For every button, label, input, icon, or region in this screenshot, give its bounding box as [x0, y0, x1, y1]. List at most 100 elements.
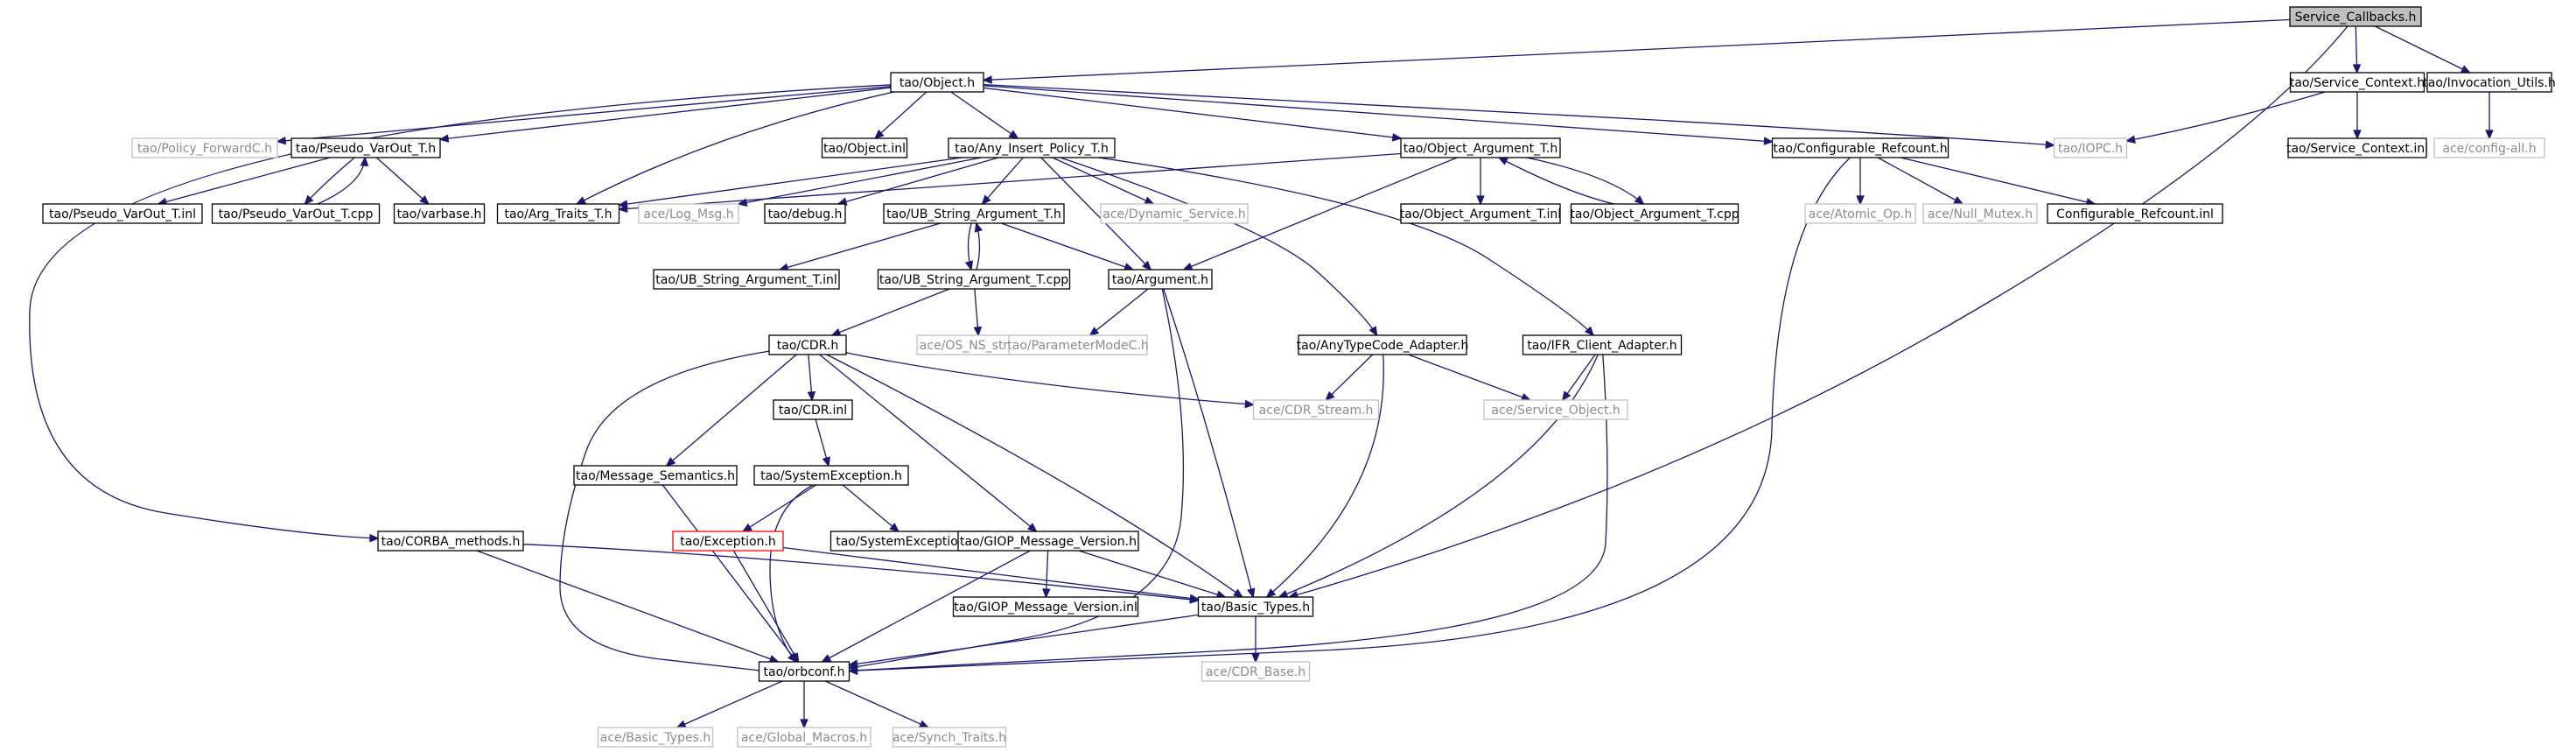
node-ub-string-argument-t-inl[interactable]: tao/UB_String_Argument_T.inl: [653, 269, 840, 290]
node-box: [1298, 334, 1467, 355]
node-argument-h[interactable]: tao/Argument.h: [1108, 269, 1213, 290]
node-box: [2289, 6, 2422, 27]
node-object-h[interactable]: tao/Object.h: [890, 72, 984, 93]
node-box: [1200, 661, 1311, 682]
node-basic-types-h[interactable]: tao/Basic_Types.h: [1197, 596, 1314, 617]
node-configurable-refcount-h[interactable]: tao/Configurable_Refcount.h: [1771, 137, 1950, 158]
node-giop-message-version-h[interactable]: tao/GIOP_Message_Version.h: [957, 531, 1139, 552]
node-ace-dynamic-service-h[interactable]: ace/Dynamic_Service.h: [1100, 203, 1249, 224]
node-label: ace/Dynamic_Service.h: [1102, 207, 1245, 221]
node-giop-message-version-inl[interactable]: tao/GIOP_Message_Version.inl: [952, 596, 1139, 617]
node-corba-methods-h[interactable]: tao/CORBA_methods.h: [377, 531, 524, 552]
edge-object_h-to-object_argument_t_h: [983, 87, 1403, 142]
edge-pseudo_varout_t_h-to-pseudo_varout_t_inl: [157, 157, 331, 207]
node-ub-string-argument-t-h[interactable]: tao/UB_String_Argument_T.h: [883, 203, 1065, 224]
edge-object_h-to-policy_forwardc_h: [276, 86, 892, 145]
edge-ub_string_argument_t_cpp-to-cdr_h: [830, 288, 950, 336]
edge-any_insert_policy_t_h-to-argument_h: [1040, 157, 1152, 271]
node-label: tao/Pseudo_VarOut_T.cpp: [219, 207, 374, 221]
edge-systemexception_h-to-systemexception_inl: [842, 484, 900, 533]
node-box: [1771, 137, 1950, 158]
node-box: [1804, 203, 1916, 224]
node-ace-service-object-h[interactable]: ace/Service_Object.h: [1483, 399, 1628, 420]
node-debug-h[interactable]: tao/debug.h: [764, 203, 846, 224]
node-label: tao/debug.h: [768, 207, 843, 221]
edge-pseudo_varout_t_cpp-to-pseudo_varout_t_h: [317, 156, 369, 205]
node-ace-null-mutex-h[interactable]: ace/Null_Mutex.h: [1922, 203, 2038, 224]
node-service-context-inl[interactable]: tao/Service_Context.inl: [2286, 137, 2428, 158]
edge-giop_message_version_h-to-giop_message_version_inl: [1042, 550, 1051, 599]
edge-corba_methods_h-to-basic_types_h: [522, 544, 1200, 604]
edge-any_insert_policy_t_h-to-ace_log_msg_h: [737, 157, 982, 207]
node-object-argument-t-h[interactable]: tao/Object_Argument_T.h: [1400, 137, 1561, 158]
node-orbconf-h[interactable]: tao/orbconf.h: [758, 661, 850, 682]
edge-service_callbacks-to-object_h: [982, 18, 2291, 84]
node-box: [2047, 203, 2223, 224]
node-configurable-refcount-inl[interactable]: Configurable_Refcount.inl: [2047, 203, 2223, 224]
node-pseudo-varout-t-cpp[interactable]: tao/Pseudo_VarOut_T.cpp: [211, 203, 381, 224]
node-ifr-client-adapter-h[interactable]: tao/IFR_Client_Adapter.h: [1522, 334, 1683, 355]
node-box: [1400, 203, 1561, 224]
edge-cdr_h-to-ace_cdr_stream_h: [845, 352, 1256, 409]
node-ace-config-all-h[interactable]: ace/config-all.h: [2433, 137, 2545, 158]
node-parametermodec-h[interactable]: tao/ParameterModeC.h: [1007, 334, 1149, 355]
node-label: ace/Global_Macros.h: [741, 731, 867, 745]
node-service-context-h[interactable]: tao/Service_Context.h: [2289, 72, 2426, 93]
node-anytypecode-adapter-h[interactable]: tao/AnyTypeCode_Adapter.h: [1297, 334, 1469, 355]
node-label: tao/SystemException.inl: [836, 535, 984, 549]
edge-cdr_h-to-orbconf_h: [559, 350, 770, 675]
node-label: tao/Pseudo_VarOut_T.inl: [49, 207, 196, 221]
edge-service_context_h-to-service_context_inl: [2353, 92, 2362, 140]
node-cdr-inl[interactable]: tao/CDR.inl: [773, 399, 853, 420]
node-exception-h[interactable]: tao/Exception.h: [672, 531, 784, 552]
node-label: tao/UB_String_Argument_T.h: [886, 207, 1061, 221]
edge-service_context_h-to-iopc_h: [2124, 91, 2326, 144]
node-pseudo-varout-t-h[interactable]: tao/Pseudo_VarOut_T.h: [290, 137, 441, 158]
node-box: [821, 137, 908, 158]
node-label: tao/Message_Semantics.h: [576, 469, 735, 483]
edge-giop_message_version_h-to-basic_types_h: [1078, 550, 1227, 599]
node-iopc-h[interactable]: tao/IOPC.h: [2053, 137, 2128, 158]
node-object-argument-t-inl[interactable]: tao/Object_Argument_T.inl: [1400, 203, 1561, 224]
node-pseudo-varout-t-inl[interactable]: tao/Pseudo_VarOut_T.inl: [42, 203, 203, 224]
node-ace-synch-traits-h[interactable]: ace/Synch_Traits.h: [892, 727, 1007, 748]
node-label: ace/CDR_Base.h: [1206, 665, 1306, 679]
node-ace-cdr-base-h[interactable]: ace/CDR_Base.h: [1200, 661, 1311, 682]
node-object-argument-t-cpp[interactable]: tao/Object_Argument_T.cpp: [1570, 203, 1740, 224]
node-ace-global-macros-h[interactable]: ace/Global_Macros.h: [737, 727, 872, 748]
edge-ifr_client_adapter_h-to-ace_service_object_h: [1561, 354, 1596, 402]
node-label: ace/Log_Msg.h: [643, 207, 733, 221]
node-label: tao/GIOP_Message_Version.h: [960, 535, 1137, 549]
edge-object_h-to-corba_methods_h: [29, 84, 892, 543]
node-cdr-h[interactable]: tao/CDR.h: [768, 334, 847, 355]
edge-ub_string_argument_t_cpp-to-ace_os_ns_string_h: [973, 288, 983, 337]
node-ace-cdr-stream-h[interactable]: ace/CDR_Stream.h: [1252, 399, 1380, 420]
node-message-semantics-h[interactable]: tao/Message_Semantics.h: [573, 465, 738, 486]
node-systemexception-h[interactable]: tao/SystemException.h: [753, 465, 909, 486]
node-systemexception-inl[interactable]: tao/SystemException.inl: [830, 531, 990, 552]
node-ace-log-msg-h[interactable]: ace/Log_Msg.h: [638, 203, 739, 224]
node-ace-atomic-op-h[interactable]: ace/Atomic_Op.h: [1804, 203, 1916, 224]
edge-object_argument_t_h-to-object_argument_t_inl: [1476, 158, 1485, 206]
node-ace-basic-types-h[interactable]: ace/Basic_Types.h: [597, 727, 714, 748]
node-box: [290, 137, 441, 158]
node-box: [1108, 269, 1213, 290]
edge-object_h-to-pseudo_varout_t_h: [438, 87, 892, 143]
node-object-inl[interactable]: tao/Object.inl: [821, 137, 908, 158]
edge-object_h-to-configurable_refcount_h: [983, 85, 1774, 145]
node-any-insert-policy-t-h[interactable]: tao/Any_Insert_Policy_T.h: [948, 137, 1116, 158]
node-label: tao/Invocation_Utils.h: [2423, 76, 2555, 90]
node-varbase-h[interactable]: tao/varbase.h: [393, 203, 486, 224]
edge-anytypecode_adapter_h-to-ace_service_object_h: [1408, 354, 1532, 402]
edge-service_callbacks-to-service_context_h: [2352, 25, 2362, 74]
node-box: [1008, 334, 1148, 355]
node-service-callbacks[interactable]: Service_Callbacks.h: [2289, 6, 2422, 27]
edge-layer: [29, 18, 2494, 729]
node-box: [737, 727, 872, 748]
edge-ub_string_argument_t_h-to-argument_h: [1000, 222, 1135, 271]
node-box: [1400, 137, 1561, 158]
node-policy-forwardc-h[interactable]: tao/Policy_ForwardC.h: [131, 137, 278, 158]
node-arg-traits-t-h[interactable]: tao/Arg_Traits_T.h: [496, 203, 620, 224]
node-ub-string-argument-t-cpp[interactable]: tao/UB_String_Argument_T.cpp: [877, 269, 1071, 290]
node-invocation-utils-h[interactable]: tao/Invocation_Utils.h: [2423, 72, 2556, 93]
